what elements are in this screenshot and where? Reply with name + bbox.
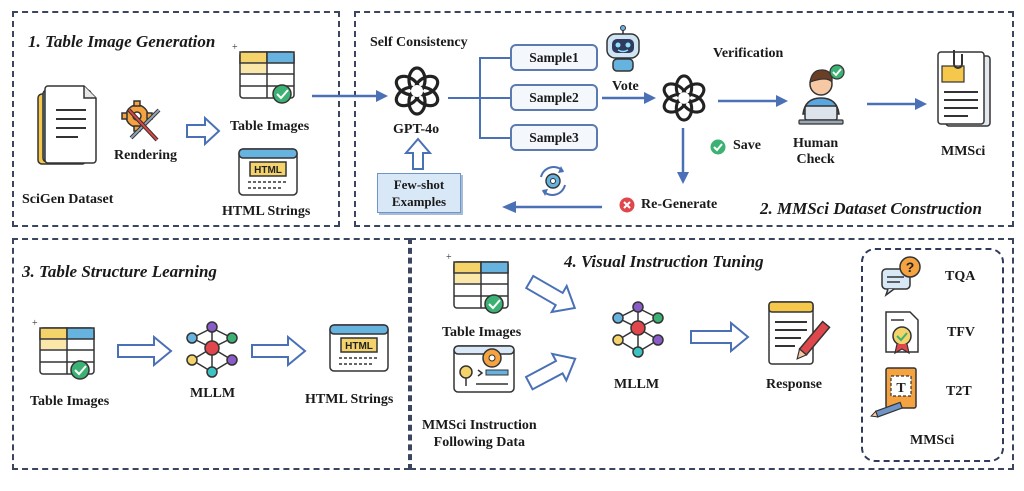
gpt-logo-icon-verifier [662,74,706,122]
instruction-data-label: MMSci Instruction Following Data [422,417,537,451]
table-images-label: Table Images [230,119,310,134]
few-shot-line1: Few-shot [393,177,445,192]
arrow-vote [602,92,656,104]
panel-title-2: 2. MMSci Dataset Construction [760,199,982,218]
sample2-box: Sample2 [510,84,598,111]
tqa-label: TQA [945,269,976,284]
few-shot-examples-box: Few-shot Examples [377,173,461,213]
save-check-icon [710,139,726,155]
mllm-label-p3: MLLM [190,386,236,401]
hollow-arrow-up [403,137,433,170]
html-strings-label: HTML Strings [222,204,311,219]
panel-mmsci-tasks [861,248,1004,462]
table-images-label-p4: Table Images [442,325,522,340]
html-window-icon-p3: HTML [329,324,389,372]
mmsci-label-top: MMSci [941,144,986,159]
vote-label: Vote [612,79,639,94]
scigen-dataset-label: SciGen Dataset [22,192,114,207]
human-check-line1: Human [793,136,839,151]
regenerate-label: Re-Generate [641,197,718,212]
mmsci-document-icon [937,50,991,127]
panel-mmsci-dataset-construction [354,11,1014,227]
panel-table-structure-learning [12,238,410,470]
hollow-arrow-p3a [117,334,173,368]
hollow-arrow-p3b [251,334,307,368]
hollow-arrow-diag-up [524,352,577,391]
svg-text:+: + [32,318,38,329]
few-shot-line2: Examples [391,194,447,209]
html-badge-text-p3: HTML [345,341,373,352]
instruction-data-line1: MMSci Instruction [422,418,537,433]
verification-label: Verification [713,46,784,61]
sample1-box: Sample1 [510,44,598,71]
hollow-arrow-p4 [690,320,750,354]
response-label: Response [766,377,823,392]
gpt-logo-icon [394,66,440,116]
human-check-label: Human Check [793,136,838,168]
panel-visual-instruction-tuning [410,238,1014,470]
table-images-label-p3: Table Images [30,394,110,409]
html-strings-label-p3: HTML Strings [305,392,394,407]
branch-bracket [448,57,510,139]
tfv-verify-icon [885,311,919,355]
document-stack-icon [37,85,97,165]
sample3-box: Sample3 [510,124,598,151]
panel-title-4: 4. Visual Instruction Tuning [564,252,764,271]
arrow-to-mmsci [867,98,927,110]
mllm-network-icon-p4 [612,301,664,358]
rendering-tools-icon [121,100,161,142]
svg-text:?: ? [906,259,915,275]
t2t-label: T2T [946,384,972,399]
svg-text:T: T [896,381,906,396]
arrow-back-to-fewshot [502,201,602,213]
tfv-label: TFV [947,325,975,340]
arrow-to-gpt [312,90,388,102]
arrow-verification [718,95,788,107]
instruction-data-icon [453,345,515,393]
panel-table-image-generation [12,11,340,227]
hollow-arrow-render [186,115,221,147]
save-label: Save [733,138,761,153]
tqa-question-icon: ? [881,256,921,298]
mmsci-label-bottom: MMSci [910,433,955,448]
regenerate-x-icon [619,197,635,213]
response-document-icon [768,301,831,365]
arrow-down-regenerate [677,128,689,184]
html-window-icon: HTML [238,148,298,196]
table-image-icon-p3: + [32,318,95,380]
svg-text:+: + [232,42,238,53]
self-consistency-label: Self Consistency [370,35,468,50]
rendering-label: Rendering [114,148,177,163]
html-badge-text: HTML [254,165,282,176]
instruction-data-line2: Following Data [433,435,526,450]
svg-text:+: + [446,252,452,263]
mllm-label-p4: MLLM [614,377,660,392]
t2t-text-icon: T [870,367,917,418]
human-laptop-icon [798,64,845,125]
panel-title-3: 3. Table Structure Learning [22,262,217,281]
table-image-icon: + + [232,42,295,104]
robot-icon [606,25,640,72]
human-check-line2: Check [796,152,835,167]
gpt-label: GPT-4o [393,122,440,137]
refresh-gear-icon [540,166,566,196]
hollow-arrow-diag-down [524,274,577,314]
panel-title-1: 1. Table Image Generation [28,32,216,51]
table-image-icon-p4: + [446,252,509,314]
mllm-network-icon [186,321,238,378]
